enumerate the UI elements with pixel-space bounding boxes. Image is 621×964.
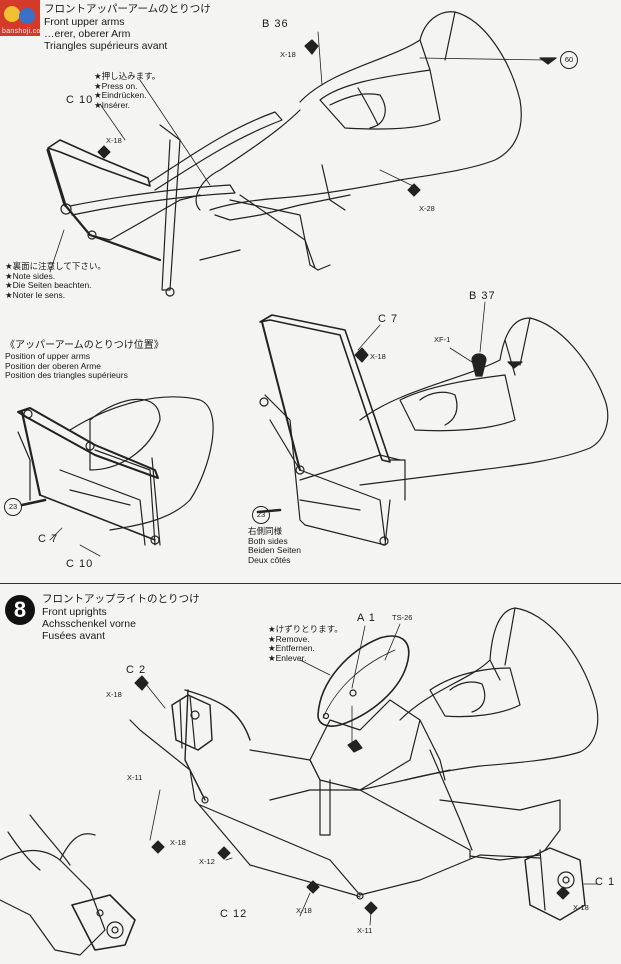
note-line: ★Press on.: [94, 80, 138, 91]
position-upper-arms: 《アッパーアームのとりつけ位置》 Position of upper arms …: [5, 340, 164, 381]
note-both-sides: 右側同様 Both sides Beiden Seiten Deux côtés: [248, 526, 301, 565]
part-label-c10-bottom: C 10: [66, 558, 94, 570]
part-label-c12: C 12: [220, 908, 248, 920]
screw-label-x18: X-18: [106, 690, 122, 699]
note-line: Beiden Seiten: [248, 545, 301, 555]
screw-label-x18: X-18: [170, 838, 186, 847]
screw-glyphs-top: [97, 39, 557, 197]
note-line: ★Insérer.: [94, 99, 130, 110]
note-press-on: ★押し込みます。 ★Press on. ★Eindrücken. ★Insére…: [94, 71, 161, 110]
section-divider: [0, 583, 621, 584]
position-line: Position des triangles supérieurs: [5, 370, 128, 380]
note-line: ★Eindrücken.: [94, 90, 147, 100]
watermark-logo: banshoji.com: [0, 0, 47, 40]
chassis-body-top: [195, 11, 522, 221]
step8-title-jp: フロントアップライトのとりつけ: [42, 593, 200, 605]
part-label-c10-top: C 10: [66, 94, 94, 106]
part-label-c7-left: C 7: [38, 533, 59, 545]
screw-label-x18: X-18: [280, 50, 296, 59]
screw-label-x18: X-18: [370, 352, 386, 361]
step-number: 8: [5, 595, 35, 625]
chassis-body-step8: [399, 607, 599, 781]
note-line: ★押し込みます。: [94, 71, 161, 81]
reference-circle-23: 23: [4, 498, 22, 516]
position-line: Position der oberen Arme: [5, 360, 101, 371]
note-line: Deux côtés: [248, 554, 291, 565]
screw-label-x18: X-18: [106, 136, 122, 145]
note-line: ★Die Seiten beachten.: [5, 280, 92, 290]
note-line: ★Note sides.: [5, 270, 56, 281]
note-sides: ★裏面に注意して下さい。 ★Note sides. ★Die Seiten be…: [5, 261, 106, 300]
screw-label-x11: X-11: [127, 773, 143, 782]
part-label-a1: A 1: [357, 612, 376, 624]
screw-glyphs-step8: [134, 675, 570, 915]
position-line: Position of upper arms: [5, 351, 91, 361]
paint-xf1: XF-1: [434, 335, 451, 344]
part-label-b37: B 37: [469, 290, 496, 302]
watermark-text: banshoji.com: [2, 28, 47, 35]
screw-label-x11: X-11: [357, 926, 373, 935]
note-line: ★けずりとります。: [268, 624, 343, 634]
paint-ts26: TS-26: [392, 613, 413, 622]
screw-label-x18: X-18: [296, 906, 312, 915]
step8-title-fr: Fusées avant: [42, 630, 106, 642]
step8-title-de: Achsschenkel vorne: [42, 618, 136, 630]
upper-arm-c10-top: [46, 111, 346, 297]
note-line: ★裏面に注意して下さい。: [5, 261, 106, 271]
section-title-jp: フロントアッパーアームのとりつけ: [44, 3, 211, 15]
section-title-en: Front upper arms: [44, 16, 125, 28]
leader-lines-mid-right: [357, 301, 486, 363]
upright-c2: [171, 694, 213, 751]
upper-arm-c12: [129, 689, 561, 900]
wheel-hub-detail: [0, 814, 136, 956]
position-diagram-right: [259, 314, 609, 546]
part-label-b36: B 36: [262, 18, 289, 30]
leader-lines-step8: [140, 623, 599, 926]
screw-glyphs-mid: [354, 347, 523, 377]
arrow-23-left: [20, 498, 47, 507]
note-line: Both sides: [248, 535, 288, 546]
upright-c1: [524, 847, 586, 921]
reference-circle-60: 60: [560, 51, 578, 69]
position-diagram-left: [17, 396, 214, 546]
note-line: ★Noter le sens.: [5, 289, 66, 300]
section-title-de: …erer, oberer Arm: [44, 28, 131, 40]
note-line: 右側同様: [248, 526, 283, 536]
part-label-c2: C 2: [126, 664, 147, 676]
leader-lines-mid-left: [49, 527, 101, 557]
note-line: ★Remove.: [268, 633, 310, 644]
part-label-c7-right: C 7: [378, 313, 399, 325]
section-title-fr: Triangles supérieurs avant: [44, 40, 168, 52]
step8-title-en: Front uprights: [42, 606, 107, 618]
screw-label-x12: X-12: [199, 857, 215, 866]
nose-cone-a1: [317, 635, 410, 727]
arrow-23-right: [256, 508, 282, 514]
note-line: ★Enlever.: [268, 652, 307, 663]
leader-lines-top: [49, 31, 546, 273]
front-suspension-step8: [249, 699, 473, 859]
part-label-c1: C 1: [595, 876, 616, 888]
position-title-jp: 《アッパーアームのとりつけ位置》: [5, 340, 164, 351]
note-remove: ★けずりとります。 ★Remove. ★Entfernen. ★Enlever.: [268, 624, 343, 663]
note-line: ★Entfernen.: [268, 643, 315, 653]
screw-label-x28: X-28: [419, 204, 435, 213]
